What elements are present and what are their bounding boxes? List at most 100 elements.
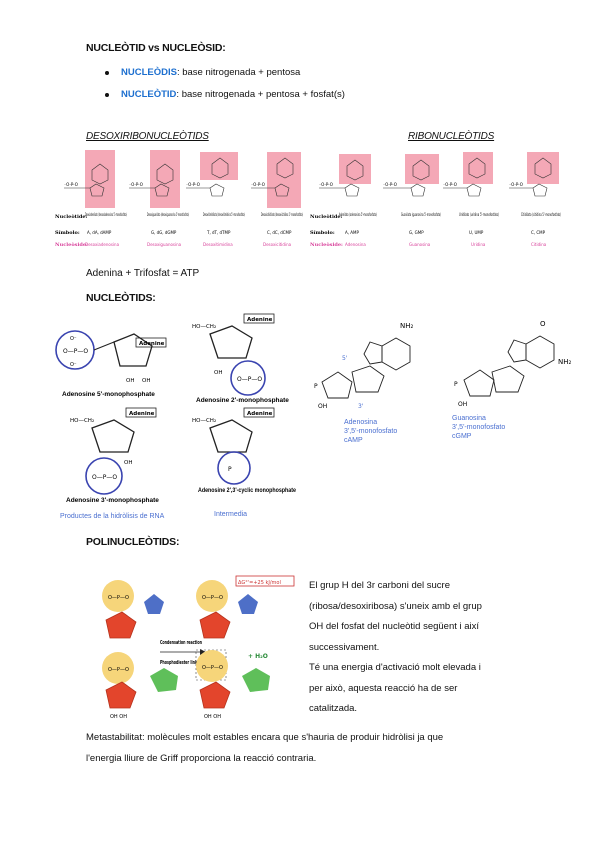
paragraph-line: (ribosa/desoxiribosa) s'uneix amb el gru…	[309, 600, 482, 612]
nucleotide-nucleoside: Desoxitimidina	[203, 242, 233, 247]
base-hexagon	[144, 594, 164, 614]
paragraph-condensation: El grup H del 3r carboni del sucre (ribo…	[309, 576, 514, 720]
svg-text:OH: OH	[214, 370, 222, 376]
adenosine-monophosphates-figure: O—P—O O⁻ O⁻ Adenine OH OH Adenosine 5'-m…	[55, 313, 572, 520]
atp-line: Adenina + Trifosfat = ATP	[86, 268, 200, 279]
phosphate-circle	[85, 457, 123, 495]
svg-text:O—P—O: O—P—O	[63, 348, 88, 355]
nucleotide-nucleoside: Adenosina	[345, 242, 366, 247]
svg-text:5': 5'	[342, 355, 348, 362]
caption-rna: Productes de la hidròlisis de RNA	[60, 513, 165, 520]
svg-text:Adenine: Adenine	[139, 341, 165, 347]
nucleotide-symbol: C, CMP	[531, 230, 546, 235]
svg-text:⁻O-P-O: ⁻O-P-O	[443, 182, 457, 187]
nucleotide-panel-dgmp: ⁻O-P-O	[129, 150, 180, 208]
phosphate-ball	[102, 580, 134, 612]
nucleotide-nucleoside: Citidina	[531, 242, 547, 247]
svg-text:NH₂: NH₂	[400, 322, 414, 330]
svg-text:O—P—O: O—P—O	[108, 667, 129, 673]
base-hexagon	[238, 594, 258, 614]
paragraph-line: Metastabilitat: molècules molt estables …	[86, 732, 444, 743]
nucleotide-name: Deoxiadenilato (desoxiadenosina 5'-monof…	[85, 212, 127, 217]
paragraph-line: successivament.	[309, 641, 380, 653]
base-highlight	[267, 152, 301, 208]
structure-cgmp: O NH₂ P OH Guanosina 3',5'-monofosfato c…	[452, 320, 572, 440]
bullet-term: NUCLEÒTID	[121, 89, 177, 100]
nucleotide-symbol: G, dG, dGMP	[151, 230, 177, 235]
svg-text:O⁻: O⁻	[70, 336, 77, 342]
section-desoxiribonucleotids: DESOXIRIBONUCLEÒTIDS	[86, 131, 209, 142]
svg-text:P: P	[314, 383, 318, 390]
base-highlight	[405, 154, 439, 184]
bullet-text: base nitrogenada + pentosa + fosfat(s)	[181, 89, 345, 100]
phosphate-circle	[217, 451, 251, 485]
condensation-label: Condensation reaction	[160, 640, 202, 646]
nucleotide-symbol: A, AMP	[345, 230, 359, 235]
base-highlight	[527, 152, 559, 184]
phosphate-ball	[196, 580, 228, 612]
phosphate-circle	[230, 360, 266, 396]
bullet-dot	[105, 70, 109, 75]
condensation-reaction-figure: ΔG°'=+25 kJ/mol O—P—O O—P—O OH OH Conden…	[102, 575, 295, 720]
camp-label-2: 3',5'-monofosfato	[344, 428, 397, 435]
svg-text:⁻O-P-O: ⁻O-P-O	[64, 182, 78, 187]
nucleotide-panel-dtmp: ⁻O-P-O	[186, 152, 238, 197]
svg-text:O—P—O: O—P—O	[92, 474, 117, 481]
nucleotide-name: Guanilato (guanosina 5'-monofosfato)	[401, 212, 441, 217]
delta-g-box	[235, 575, 295, 587]
sugar-pentagon	[199, 681, 231, 709]
svg-text:⁻O-P-O: ⁻O-P-O	[251, 182, 265, 187]
paragraph-line: l'energia lliure de Griff proporciona la…	[86, 752, 317, 764]
nucleotide-panel-damp: ⁻O-P-O	[64, 150, 115, 208]
svg-text:OH OH: OH OH	[110, 714, 127, 720]
svg-text:HO—CH₂: HO—CH₂	[70, 418, 94, 424]
svg-text:OH OH: OH OH	[204, 714, 221, 720]
structure-adenosine-23-cyclic: HO—CH₂ Adenine P Adenosine 2',3'-cyclic …	[192, 407, 296, 518]
name-5p: Adenosine 5'-monophosphate	[62, 391, 155, 398]
svg-text:⁻O-P-O: ⁻O-P-O	[186, 182, 200, 187]
phosphate-ball	[102, 652, 134, 684]
svg-text:O⁻: O⁻	[70, 362, 77, 368]
svg-text:Adenine: Adenine	[129, 411, 155, 417]
svg-text:Adenine: Adenine	[247, 411, 273, 417]
svg-text:3': 3'	[358, 403, 364, 410]
bullet-nucleosid: NUCLEÒDIS : base nitrogenada + pentosa	[105, 67, 300, 78]
bullet-colon: :	[176, 67, 183, 78]
structure-camp: NH₂ 5' 3' P OH Adenosina 3',5'-monofosfa…	[314, 322, 414, 444]
svg-text:O—P—O: O—P—O	[202, 665, 223, 671]
svg-text:OH: OH	[126, 378, 134, 384]
nucleotide-nucleoside: Uridina	[471, 242, 486, 247]
nucleotide-name: Desoxicitidilato (desoxicitidina 5'-mono…	[261, 212, 303, 217]
nucleotide-labels: Deoxiadenilato (desoxiadenosina 5'-monof…	[85, 212, 561, 247]
base-hexagon-green	[242, 668, 270, 692]
svg-text:O—P—O: O—P—O	[237, 376, 262, 383]
bullet-term: NUCLEÒDIS	[121, 67, 177, 78]
bullet-text: base nitrogenada + pentosa	[182, 67, 301, 78]
bullet-dot	[105, 92, 109, 97]
row-label-nucleoside: Nucleòside:	[55, 241, 88, 248]
svg-text:O—P—O: O—P—O	[108, 595, 129, 601]
svg-text:HO—CH₂: HO—CH₂	[192, 324, 216, 330]
nucleotide-name: Uridilato (uridina 5'-monofosfato)	[459, 212, 499, 217]
nucleotide-name: Adenilato (adenosina 5'-monofosfato)	[339, 212, 377, 217]
heading-polinucleotids: POLINUCLEÒTIDS:	[86, 536, 180, 548]
nucleotide-panel-dcmp: ⁻O-P-O	[251, 152, 301, 208]
sugar-pentagon	[105, 681, 137, 709]
row-label-symbol-ribo: Símbolo:	[310, 229, 335, 236]
structure-adenosine-5p: O—P—O O⁻ O⁻ Adenine OH OH Adenosine 5'-m…	[55, 330, 167, 398]
caption-intermedia: Intermedia	[214, 511, 247, 518]
phosphodiester-label: Phosphodiester linkage	[160, 660, 204, 666]
nucleotide-nucleoside: Desoxiguanosina	[147, 242, 182, 247]
nucleotide-symbol: U, UMP	[469, 230, 484, 235]
svg-text:NH₂: NH₂	[558, 358, 572, 366]
paragraph-metastabilitat: Metastabilitat: molècules molt estables …	[86, 728, 516, 769]
nucleotide-nucleoside: Desoxiadenosina	[85, 242, 120, 247]
base-highlight	[150, 150, 180, 208]
nucleotide-panel-cmp: ⁻O-P-O	[509, 152, 559, 197]
svg-text:⁻O-P-O: ⁻O-P-O	[319, 182, 333, 187]
svg-text:P: P	[228, 466, 232, 473]
bullet-nucleotid: NUCLEÒTID : base nitrogenada + pentosa +…	[105, 89, 345, 100]
base-highlight	[85, 150, 115, 208]
name-3p: Adenosine 3'-monophosphate	[66, 497, 159, 504]
cgmp-label-2: 3',5'-monofosfato	[452, 424, 505, 431]
